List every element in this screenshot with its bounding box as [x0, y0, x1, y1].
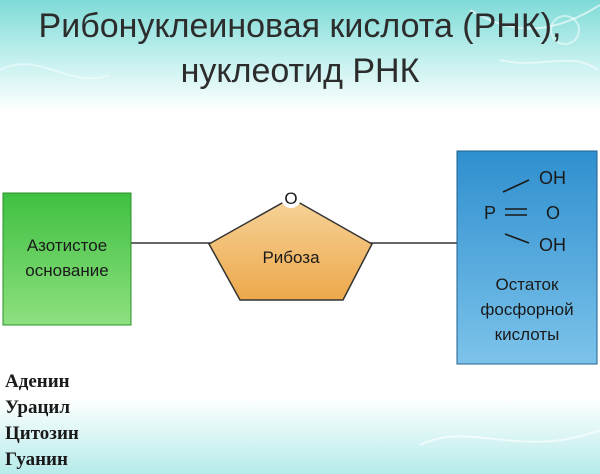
- phosphate-label-line-2: фосфорной: [480, 300, 573, 319]
- bond-to-oh-top: [502, 179, 530, 193]
- ribose-pentagon: [207, 197, 373, 301]
- ring-oxygen-label: O: [284, 189, 297, 208]
- phosphate-label-line-3: кислоты: [495, 325, 560, 344]
- ring-oxygen-marker: [281, 188, 301, 208]
- bond-to-oh-bottom: [504, 233, 530, 244]
- ribose-label: Рибоза: [262, 248, 320, 267]
- formula-p: P: [484, 203, 496, 223]
- bases-list: Аденин Урацил Цитозин Гуанин: [5, 369, 79, 473]
- title-line-2: нуклеотид РНК: [180, 52, 420, 90]
- formula-oh-bottom: OH: [539, 235, 566, 255]
- base-item: Цитозин: [5, 423, 79, 444]
- nitrogenous-base-box: [2, 192, 132, 326]
- slide-title: Рибонуклеиновая кислота (РНК), нуклеотид…: [0, 4, 600, 94]
- base-label-line-2: основание: [25, 261, 108, 280]
- base-item: Аденин: [5, 371, 70, 392]
- phosphate-label-line-1: Остаток: [496, 275, 559, 294]
- base-item: Гуанин: [5, 449, 68, 470]
- title-line-1: Рибонуклеиновая кислота (РНК),: [38, 7, 562, 45]
- formula-o: O: [546, 203, 560, 223]
- base-item: Урацил: [5, 397, 71, 418]
- base-label-line-1: Азотистое: [27, 236, 107, 255]
- formula-oh-top: OH: [539, 168, 566, 188]
- phosphate-box: [456, 150, 598, 365]
